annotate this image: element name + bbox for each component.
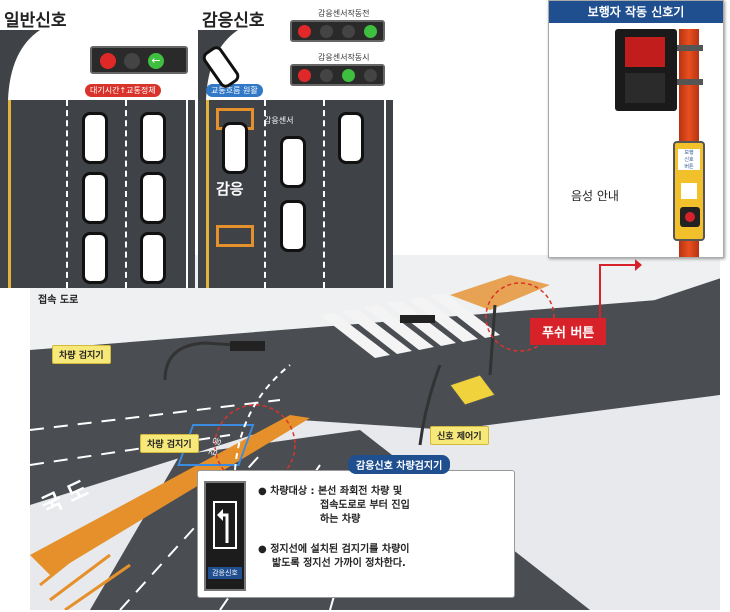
panel-ped-title: 보행자 작동 신호기	[549, 1, 723, 23]
bullet2-line1: 정지선에 설치된 검지기를 차량이	[270, 544, 410, 555]
red-pedestrian-icon	[625, 37, 665, 67]
pole-bracket	[677, 79, 703, 85]
off-light-icon	[320, 69, 333, 82]
pedestrian-signal-head	[615, 29, 677, 111]
panel-sensing-title: 감응신호	[202, 11, 265, 31]
off-light-icon	[364, 69, 377, 82]
sensing-badge: 교통흐름 원활	[206, 84, 263, 97]
left-turn-arrow-icon	[213, 501, 237, 549]
info-box-title: 감응신호 차량검지기	[348, 455, 451, 474]
sensor-label: 감응센서	[264, 116, 294, 125]
car-icon	[140, 232, 166, 284]
off-light-icon	[124, 53, 140, 69]
red-light-icon	[298, 25, 311, 38]
off-light-icon	[320, 25, 333, 38]
car-icon	[280, 136, 306, 188]
general-traffic-light: ←	[90, 46, 188, 74]
vehicle-detector-tag-2: 차량 검지기	[140, 434, 199, 453]
panel-general: 일반신호 ← 대기시간↑교통정체	[0, 0, 195, 288]
info-box: 감응신호 차량검지기 감응신호 ● 차량대상 : 본선 좌회전 차량 및 접속도…	[197, 455, 515, 598]
push-button-round[interactable]	[680, 207, 700, 227]
red-light-icon	[100, 53, 116, 69]
car-icon	[338, 112, 364, 164]
bullet-dot-1: ●	[258, 486, 271, 497]
car-icon	[280, 200, 306, 252]
traffic-light-before	[290, 20, 385, 42]
bullet2-line2: 밟도록 정지선 가까이 정차한다.	[272, 558, 406, 569]
road-connect-label: 접속 도로	[38, 295, 79, 306]
off-pedestrian-icon	[625, 73, 665, 103]
green-light-icon	[342, 69, 355, 82]
sensing-sign-label: 감응신호	[208, 567, 242, 579]
sensing-label-bottom: 감응센서작동시	[318, 53, 370, 62]
bullet-2: ● 정지선에 설치된 검지기를 차량이 밟도록 정지선 가까이 정차한다.	[258, 543, 513, 571]
bullet-1: ● 차량대상 : 본선 좌회전 차량 및 접속도로로 부터 진입 하는 차량	[258, 485, 508, 527]
bullet1-line3: 하는 차량	[320, 514, 361, 525]
car-icon	[82, 112, 108, 164]
car-icon	[140, 112, 166, 164]
signal-controller-tag: 신호 제어기	[430, 426, 489, 445]
panel-general-title: 일반신호	[4, 11, 67, 31]
walk-icon	[681, 183, 697, 199]
car-icon	[82, 232, 108, 284]
push-button-label-text: 보행 신호 버튼	[678, 149, 700, 170]
off-light-icon	[342, 25, 355, 38]
traffic-light-after	[290, 64, 385, 86]
bullet1-head: 차량대상 :	[270, 486, 315, 497]
sensing-label-top: 감응센서작동전	[318, 9, 370, 18]
push-button-box: 보행 신호 버튼	[673, 141, 705, 241]
red-light-icon	[298, 69, 311, 82]
bullet1-line2: 접속도로로 부터 진입	[320, 500, 410, 511]
car-icon	[140, 172, 166, 224]
sensing-sign: 감응신호	[204, 481, 246, 591]
panel-pedestrian: 보행자 작동 신호기 음성 안내 보행 신호 버튼	[548, 0, 724, 258]
car-icon	[82, 172, 108, 224]
road-sensing-text: 감응	[216, 180, 244, 198]
vehicle-detector-tag-1: 차량 검지기	[52, 345, 111, 364]
general-badge: 대기시간↑교통정체	[85, 84, 161, 97]
car-icon	[222, 122, 248, 174]
bullet-dot-2: ●	[258, 544, 271, 555]
curb-curve	[198, 30, 238, 100]
bullet1-line1: 본선 좌회전 차량 및	[317, 486, 403, 497]
panel-sensing: 감응신호 감응센서작동전 감응센서작동시 교통흐름 원활 감응센서 감응	[198, 0, 393, 288]
left-arrow-light-icon: ←	[148, 53, 164, 69]
curb-curve	[0, 30, 40, 100]
voice-guide-label: 음성 안내	[571, 189, 619, 203]
green-light-icon	[364, 25, 377, 38]
pole-bracket	[677, 45, 703, 51]
sensor-box	[216, 225, 254, 247]
push-button-label: 푸쉬 버튼	[530, 318, 607, 345]
